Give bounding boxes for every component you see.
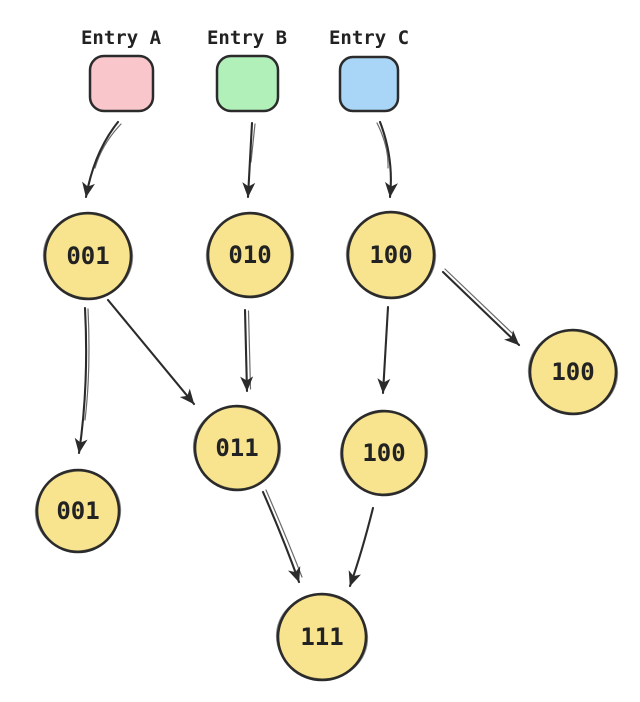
edge-entry-a-to-001-top [82, 120, 120, 199]
node-hash-001-bottom: 001 [34, 468, 122, 554]
hash-node-sketch [205, 213, 295, 297]
edge-011-to-111 [261, 490, 301, 584]
hash-node-circle [193, 404, 281, 492]
entry-c-label: Entry C [329, 27, 409, 49]
edge-100-top-to-100-mid [377, 305, 391, 395]
edge-sketch-stroke [444, 268, 513, 334]
entry-a-label: Entry A [81, 27, 162, 49]
hash-node-label: 100 [551, 358, 594, 386]
edge-100-mid-to-111 [348, 506, 375, 588]
hash-node-label: 100 [362, 439, 405, 467]
entry-b-box [215, 54, 280, 113]
hash-node-circle [35, 468, 121, 554]
hash-node-sketch [345, 212, 437, 298]
hash-node-sketch [527, 330, 619, 414]
edge-sketch-stroke [84, 308, 90, 421]
hash-node-circle [528, 328, 618, 416]
hash-node-label: 001 [66, 242, 109, 270]
hash-node-circle [346, 210, 436, 300]
edge-sketch-stroke [265, 489, 303, 578]
hash-node-sketch [275, 594, 369, 680]
edge-sketch-stroke [250, 123, 256, 163]
edge-001-top-to-011 [106, 298, 196, 406]
edge-entry-c-to-100-top [378, 120, 398, 199]
node-hash-100-mid: 100 [339, 409, 429, 497]
entry-c-box [338, 55, 400, 113]
hash-node-sketch [42, 213, 134, 299]
edge-100-top-to-100-right [441, 270, 521, 347]
node-hash-100-right: 100 [527, 328, 619, 416]
node-hash-010: 010 [205, 211, 295, 299]
edges-layer [74, 120, 521, 588]
node-hash-100-top: 100 [345, 210, 437, 300]
hash-node-label: 001 [56, 497, 99, 525]
entry-a-box [88, 54, 155, 113]
hash-node-circle [340, 409, 428, 497]
hash-node-label: 111 [300, 623, 343, 651]
hash-node-label: 010 [228, 241, 271, 269]
node-hash-111: 111 [275, 592, 369, 682]
hash-node-circle [206, 211, 294, 299]
hash-node-label: 100 [369, 241, 412, 269]
edge-entry-b-to-010 [242, 121, 256, 199]
hash-node-label: 011 [215, 434, 258, 462]
edge-sketch-stroke [247, 310, 252, 390]
hash-node-circle [276, 592, 368, 682]
hash-node-sketch [192, 406, 282, 490]
diagram-root: Entry A Entry B Entry C 001 [34, 27, 619, 682]
entry-b-label: Entry B [207, 27, 287, 49]
hash-node-circle [43, 211, 133, 301]
entry-a-group: Entry A [81, 27, 162, 113]
diagram-content: Entry A Entry B Entry C 001 [34, 27, 619, 682]
edge-sketch-stroke [94, 123, 122, 169]
hash-node-sketch [34, 470, 122, 552]
edge-001-top-to-001-bottom [74, 306, 88, 455]
entry-c-group: Entry C [329, 27, 409, 113]
hash-node-sketch [339, 411, 429, 495]
edge-sketch-stroke [376, 122, 389, 169]
edge-010-to-011 [240, 308, 254, 393]
entry-b-group: Entry B [207, 27, 287, 113]
node-hash-001-top: 001 [42, 211, 134, 301]
node-hash-011: 011 [192, 404, 282, 492]
